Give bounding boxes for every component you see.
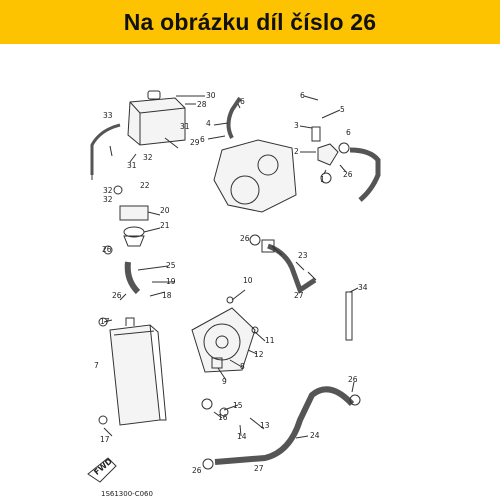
title-banner: Na obrázku díl číslo 26 — [0, 0, 500, 44]
callout-32: 32 — [143, 153, 153, 162]
callout-26-b: 26 — [112, 291, 122, 300]
banner-title: Na obrázku díl číslo 26 — [123, 8, 377, 35]
callout-15: 15 — [233, 401, 243, 410]
callout-17-b: 17 — [100, 435, 110, 444]
callout-19: 19 — [166, 277, 176, 286]
fan-assembly — [191, 307, 256, 373]
callout-32b: 32 — [103, 186, 113, 195]
callout-31: 31 — [180, 122, 190, 131]
overflow-hose — [90, 123, 121, 175]
callout-16: 16 — [218, 413, 228, 422]
callout-7: 7 — [94, 361, 99, 370]
callout-21: 21 — [160, 221, 170, 230]
callout-26-f: 26 — [192, 466, 202, 475]
callout-18: 18 — [162, 291, 172, 300]
callout-1: 1 — [320, 175, 325, 184]
callout-26-e: 26 — [348, 375, 358, 384]
callout-6-d: 6 — [346, 128, 351, 137]
callout-27-a: 27 — [294, 291, 304, 300]
hose-24 — [214, 386, 355, 465]
callout-34: 34 — [358, 283, 368, 292]
hose-23 — [267, 243, 317, 294]
callout-28: 28 — [197, 100, 207, 109]
callout-12: 12 — [254, 350, 264, 359]
callout-10: 10 — [243, 276, 253, 285]
callout-25: 25 — [166, 261, 176, 270]
callout-14: 14 — [237, 432, 247, 441]
callout-11: 11 — [265, 336, 275, 345]
callout-32c: 32 — [103, 195, 113, 204]
callout-8: 8 — [240, 362, 245, 371]
callout-30: 30 — [206, 91, 216, 100]
callout-6-a: 6 — [240, 97, 245, 106]
callout-29: 29 — [190, 138, 200, 147]
callout-4: 4 — [206, 119, 211, 128]
callout-27-b: 27 — [254, 464, 264, 473]
callout-5: 5 — [340, 105, 345, 114]
hose-26-upper — [349, 147, 381, 202]
diagram-code: 1S61300-C060 — [101, 490, 153, 498]
callout-22: 22 — [140, 181, 150, 190]
hose-25 — [124, 261, 141, 295]
callout-2: 2 — [294, 147, 299, 156]
callout-23: 23 — [298, 251, 308, 260]
callout-33: 33 — [103, 111, 113, 120]
callout-9: 9 — [222, 377, 227, 386]
thermostat-assembly — [119, 205, 149, 247]
callout-24: 24 — [310, 431, 320, 440]
fitting-1-3 — [311, 126, 350, 166]
callout-13: 13 — [260, 421, 270, 430]
callout-31b: 31 — [127, 161, 137, 170]
callout-26-a: 26 — [102, 245, 112, 254]
throttle-body — [213, 139, 297, 213]
callout-6-c: 6 — [300, 91, 305, 100]
fwd-arrow — [87, 457, 117, 483]
clip-34 — [345, 291, 353, 341]
callout-17-a: 17 — [100, 317, 110, 326]
radiator — [109, 317, 167, 426]
parts-diagram: 30 28 33 31 32 29 31 32 22 32 20 21 26 2… — [87, 90, 381, 498]
callout-20: 20 — [160, 206, 170, 215]
callout-26-d: 26 — [240, 234, 250, 243]
reservoir-tank — [127, 90, 186, 146]
callout-3: 3 — [294, 121, 299, 130]
callout-26-c: 26 — [343, 170, 353, 179]
callout-6-b: 6 — [200, 135, 205, 144]
hose-4 — [226, 96, 242, 139]
